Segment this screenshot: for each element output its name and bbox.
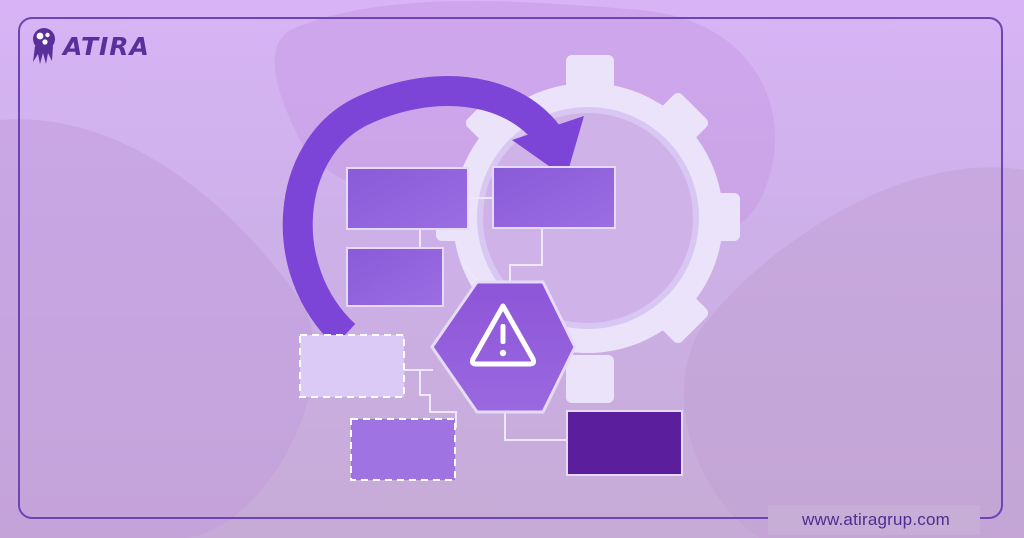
content-frame — [18, 17, 1003, 519]
connector-lines — [404, 197, 568, 441]
curved-arrow-icon — [282, 76, 584, 346]
flow-box-dashed-purple — [350, 418, 456, 481]
flow-box-top-right — [492, 166, 616, 229]
flow-box-dashed-light — [299, 334, 405, 398]
brand-logo[interactable]: ATIRA — [30, 26, 150, 66]
url-background — [768, 505, 980, 535]
flow-box-dark — [566, 410, 683, 476]
flow-box-top-left — [346, 167, 469, 230]
octopus-logo-icon — [33, 28, 55, 64]
flow-box-middle — [346, 247, 444, 307]
website-link[interactable]: www.atiragrup.com — [802, 510, 950, 529]
warning-hexagon — [430, 280, 577, 414]
logo-text: ATIRA — [63, 31, 150, 61]
warning-icon — [469, 303, 537, 367]
